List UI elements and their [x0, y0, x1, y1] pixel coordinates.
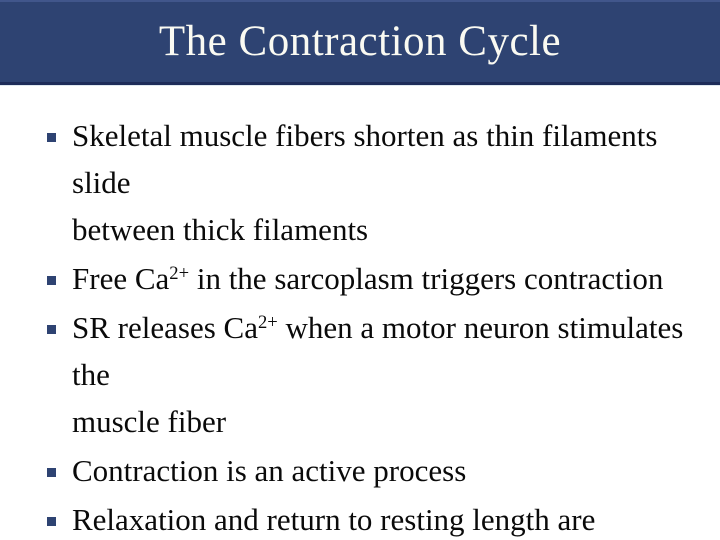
- slide-title: The Contraction Cycle: [158, 18, 562, 65]
- bullet-text: Skeletal muscle fibers shorten as thin f…: [72, 118, 658, 247]
- superscript-text: 2+: [169, 262, 190, 284]
- bullet-item: SR releases Ca2+ when a motor neuron sti…: [47, 304, 687, 445]
- superscript-text: 2+: [257, 311, 278, 333]
- bullet-text: Contraction is an active process: [72, 453, 467, 488]
- square-bullet-icon: [47, 133, 56, 142]
- square-bullet-icon: [47, 468, 56, 477]
- square-bullet-icon: [47, 325, 56, 334]
- bullet-item: Contraction is an active process: [47, 447, 687, 494]
- square-bullet-icon: [47, 276, 56, 285]
- bullet-item: Skeletal muscle fibers shorten as thin f…: [47, 112, 687, 253]
- bullet-text: SR releases Ca2+ when a motor neuron sti…: [72, 310, 684, 439]
- square-bullet-icon: [47, 517, 56, 526]
- bullet-item: Free Ca2+ in the sarcoplasm triggers con…: [47, 255, 687, 302]
- bullet-text: Relaxation and return to resting length …: [72, 502, 596, 537]
- bullet-item: Relaxation and return to resting length …: [47, 496, 687, 540]
- bullet-list: Skeletal muscle fibers shorten as thin f…: [47, 112, 683, 540]
- bullet-text: Free Ca2+ in the sarcoplasm triggers con…: [72, 261, 664, 296]
- slide-title-bar: The Contraction Cycle: [0, 0, 720, 85]
